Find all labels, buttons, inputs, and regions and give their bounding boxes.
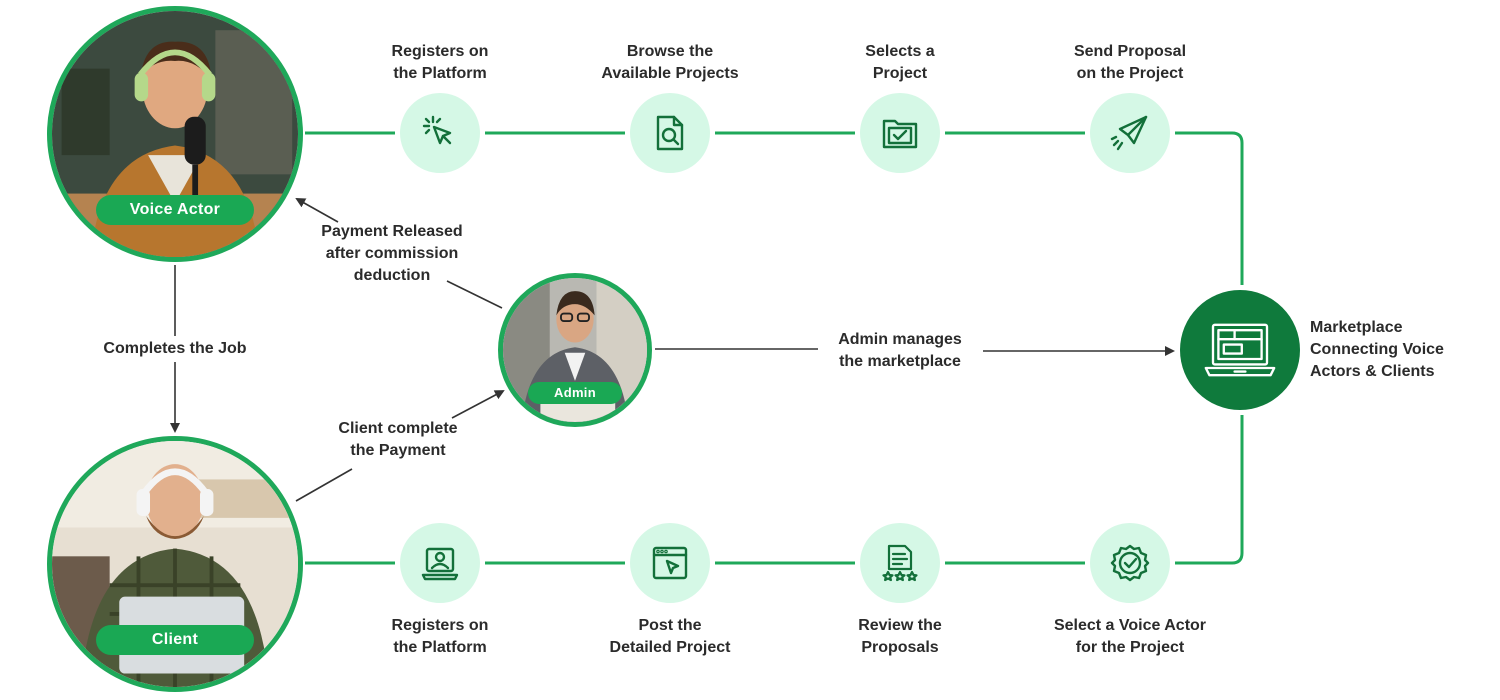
voice-actor-badge: Voice Actor (96, 195, 254, 225)
paper-plane-icon (1110, 115, 1148, 151)
bottom-step-2 (630, 523, 710, 603)
top-step-2 (630, 93, 710, 173)
top-step-4 (1090, 93, 1170, 173)
client-payment-label: Client complete the Payment (338, 420, 458, 459)
check-badge-icon (1110, 544, 1150, 582)
admin-manages-label: Admin manages the marketplace (838, 331, 962, 370)
top-step-3 (860, 93, 940, 173)
cursor-click-icon (422, 115, 452, 145)
laptop-user-icon (421, 547, 459, 581)
admin-badge: Admin (528, 382, 622, 404)
folder-check-icon (882, 119, 918, 149)
admin-avatar: Admin (498, 273, 652, 427)
marketplace-hub (1180, 290, 1300, 410)
document-stars-icon (882, 544, 918, 582)
completes-job-label: Completes the Job (103, 340, 247, 357)
laptop-dashboard-icon (1204, 323, 1276, 377)
document-search-icon (656, 115, 684, 151)
bottom-step-3 (860, 523, 940, 603)
marketplace-label: Marketplace Connecting Voice Actors & Cl… (1310, 319, 1444, 380)
browser-cursor-icon (652, 546, 688, 580)
client-avatar: Client (47, 436, 303, 692)
voice-actor-avatar: Voice Actor (47, 6, 303, 262)
top-step-1 (400, 93, 480, 173)
bottom-step-4 (1090, 523, 1170, 603)
client-photo (52, 441, 298, 687)
payment-released-label: Payment Released after commission deduct… (321, 223, 463, 284)
client-badge: Client (96, 625, 254, 655)
bottom-step-1 (400, 523, 480, 603)
